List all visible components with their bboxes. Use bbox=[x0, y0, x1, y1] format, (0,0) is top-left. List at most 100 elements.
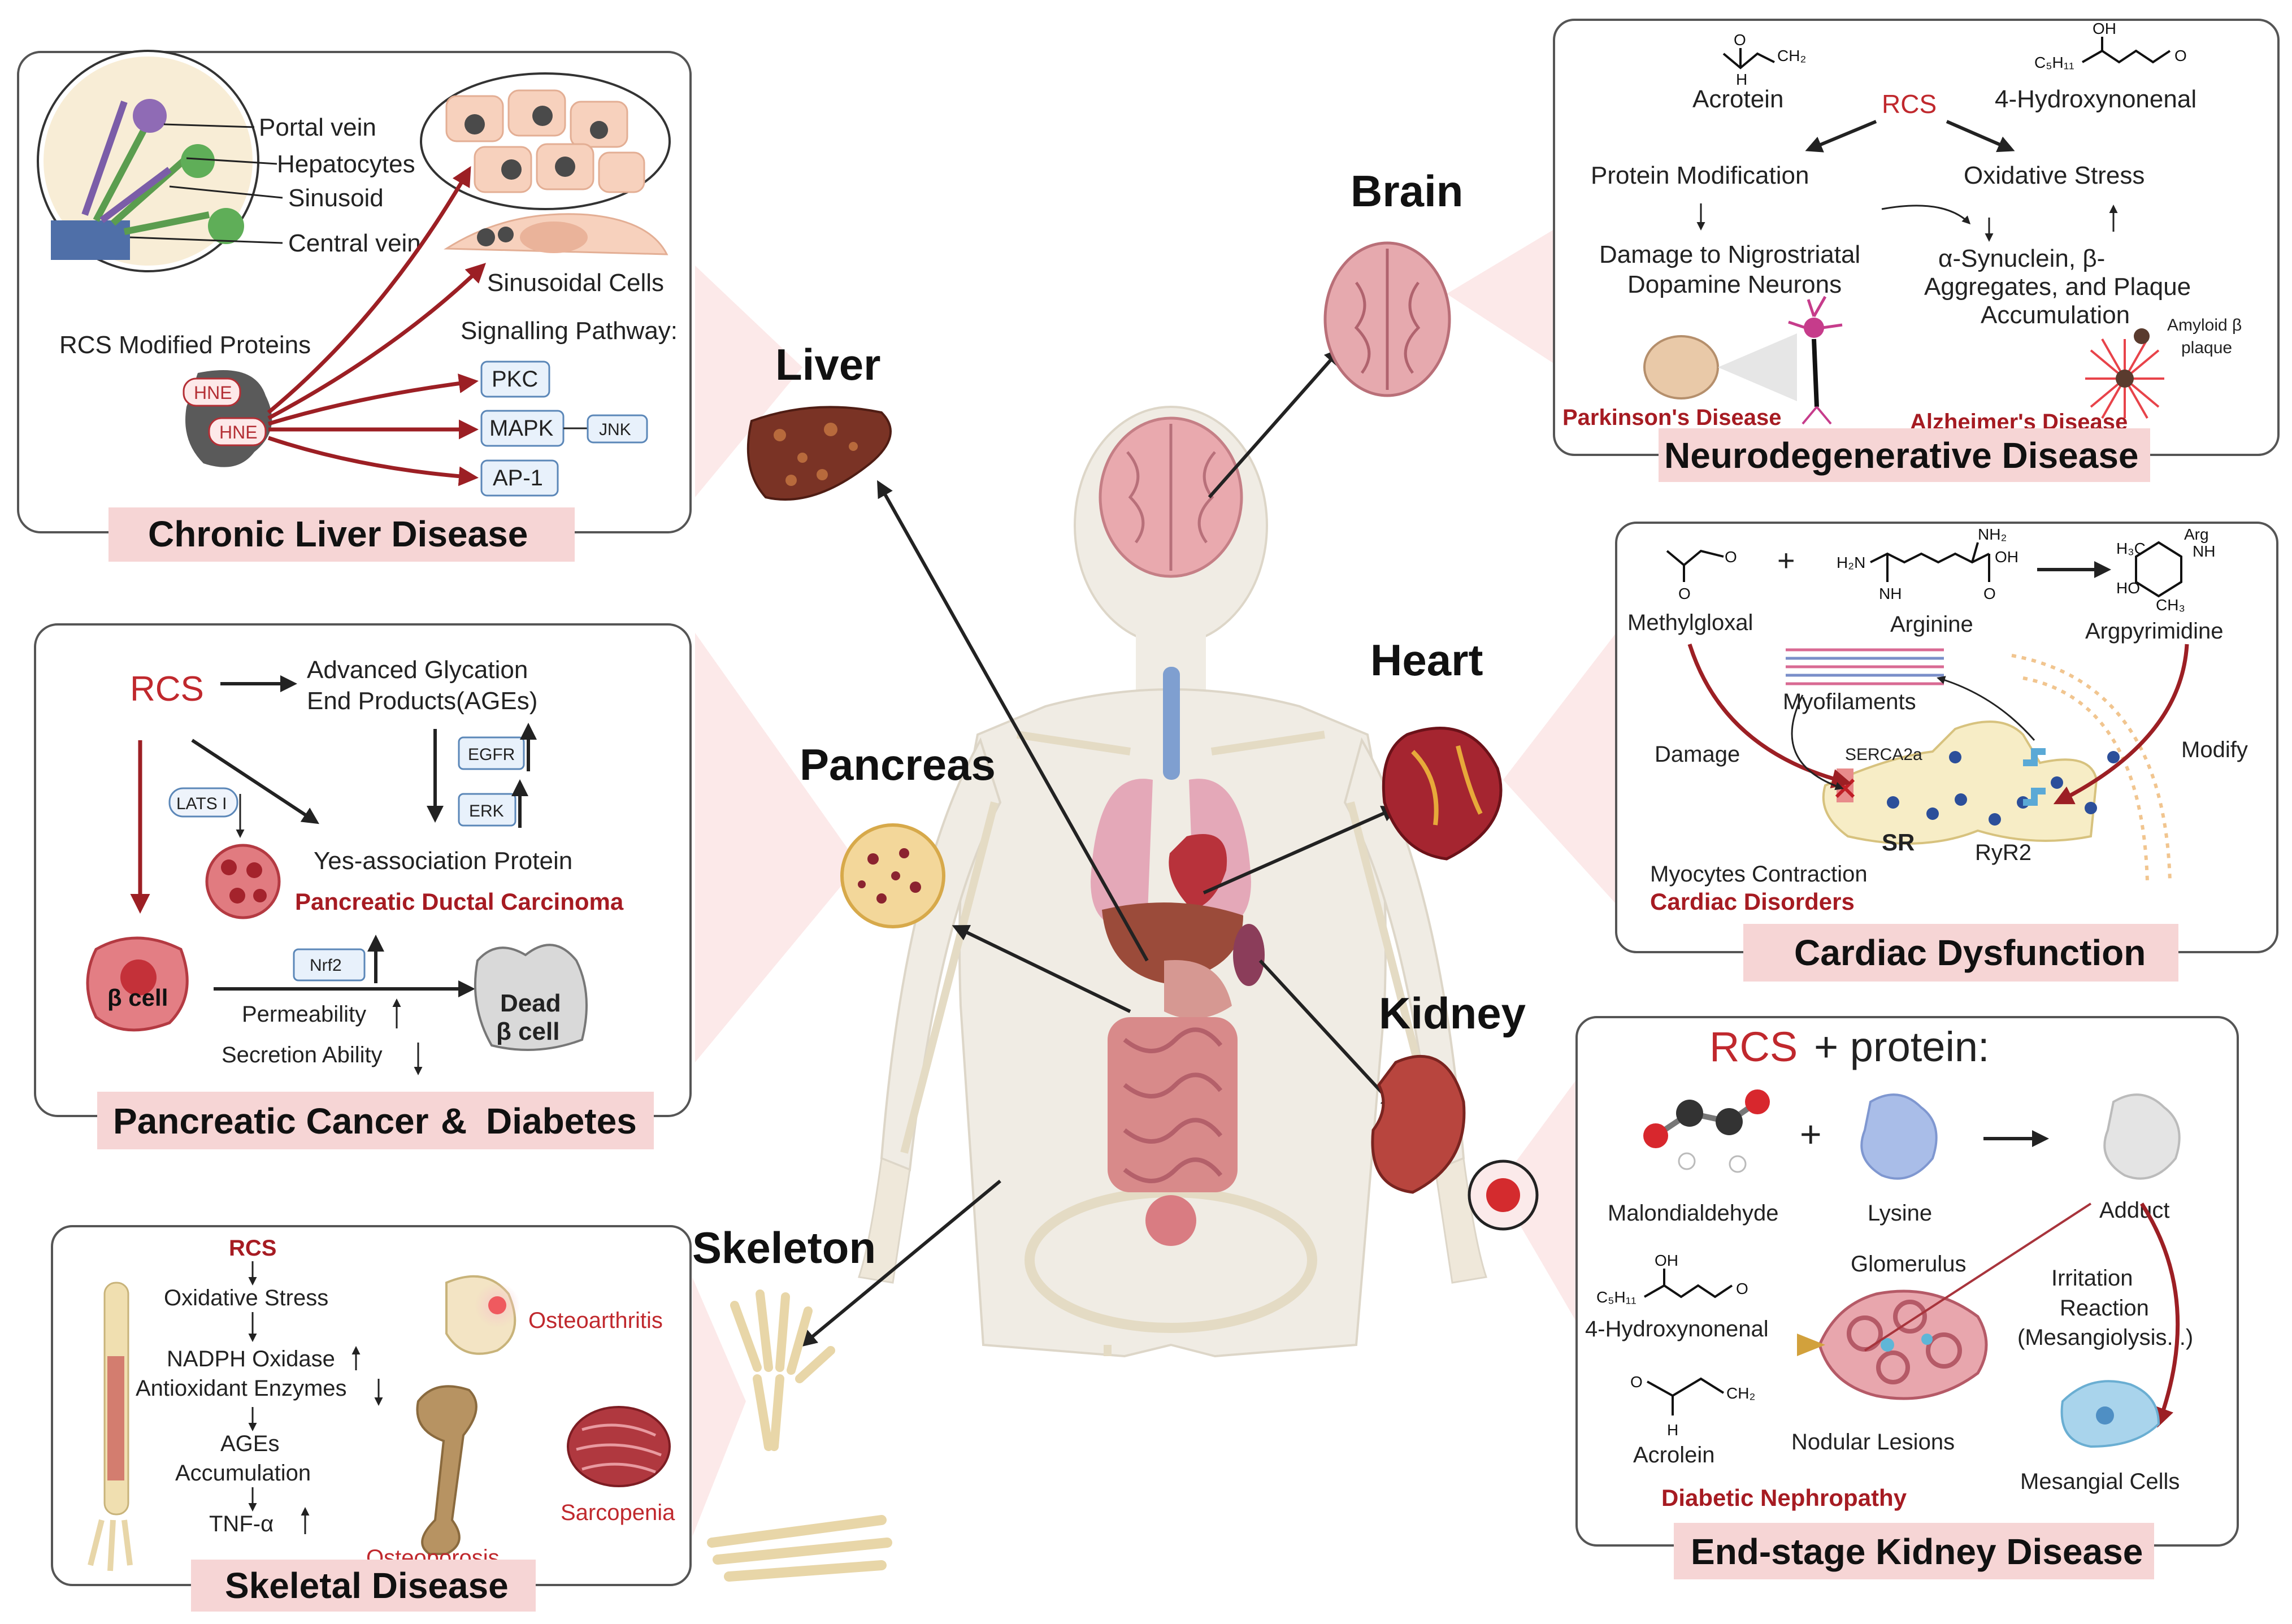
step-tnf: TNF-α bbox=[209, 1512, 274, 1536]
organ-label-kidney: Kidney bbox=[1379, 988, 1526, 1038]
label-ryr2: RyR2 bbox=[1975, 840, 2031, 865]
label-rcs-modified-proteins: RCS Modified Proteins bbox=[59, 331, 311, 359]
svg-text:O: O bbox=[1630, 1373, 1643, 1391]
organ-kidney: Kidney bbox=[1371, 988, 1539, 1231]
neuro-rcs: RCS bbox=[1882, 89, 1937, 119]
dead-beta-cell-icon bbox=[474, 944, 588, 1051]
hne-label-1: HNE bbox=[194, 383, 232, 403]
step-antioxidant: Antioxidant Enzymes bbox=[136, 1376, 347, 1401]
label-diabetic-nephropathy: Diabetic Nephropathy bbox=[1661, 1484, 1907, 1511]
panel-title-liver: Chronic Liver Disease bbox=[148, 514, 528, 554]
svg-text:C₅H₁₁: C₅H₁₁ bbox=[2034, 54, 2074, 71]
svg-text:NH: NH bbox=[2193, 542, 2215, 560]
label-contraction: Myocytes Contraction bbox=[1650, 862, 1868, 887]
label-damage-1: Damage to Nigrostriatal bbox=[1599, 241, 1860, 268]
label-syn-2: Aggregates, and Plaque bbox=[1924, 273, 2191, 301]
label-parkinsons: Parkinson's Disease bbox=[1562, 405, 1782, 430]
lysine-protein-icon bbox=[1860, 1093, 1938, 1180]
arginine-structure: H₂N NH NH₂ O OH bbox=[1837, 526, 2018, 602]
svg-text:H₂N: H₂N bbox=[1837, 554, 1865, 571]
pancreas-rcs: RCS bbox=[130, 670, 204, 709]
panel-title-pancreas-amp: & bbox=[441, 1101, 467, 1141]
ages-line-1: Advanced Glycation bbox=[307, 656, 528, 684]
svg-text:O: O bbox=[1678, 585, 1691, 602]
pathway-pkc: PKC bbox=[492, 367, 538, 392]
tag-nrf2: Nrf2 bbox=[310, 956, 342, 975]
label-hne-kidney: 4-Hydroxynonenal bbox=[1585, 1317, 1769, 1341]
foot-skeleton-icon bbox=[707, 1515, 892, 1582]
methylglyoxal-structure: O O bbox=[1666, 548, 1737, 602]
label-modify: Modify bbox=[2181, 737, 2248, 762]
femur-icon bbox=[416, 1385, 478, 1555]
organ-brain: Brain bbox=[1323, 166, 1463, 397]
step-ages: AGEs bbox=[220, 1431, 279, 1456]
svg-text:OH: OH bbox=[2093, 20, 2116, 37]
pathway-ap1: AP-1 bbox=[493, 466, 543, 490]
panel-title-pancreas-1: Pancreatic Cancer bbox=[113, 1101, 429, 1141]
svg-text:NH: NH bbox=[1879, 585, 1902, 602]
organ-skeleton: Skeleton bbox=[692, 1223, 892, 1582]
organ-heart: Heart bbox=[1370, 635, 1503, 861]
label-signalling-pathway: Signalling Pathway: bbox=[461, 317, 678, 345]
panel-chronic-liver-disease: Portal vein Hepatocytes Sinusoid Central… bbox=[17, 50, 692, 562]
label-irritation-1: Irritation bbox=[2051, 1266, 2133, 1291]
label-syn-1: α-Synuclein, β- bbox=[1938, 245, 2105, 272]
label-amyloid-1: Amyloid β bbox=[2167, 316, 2242, 335]
label-arginine: Arginine bbox=[1890, 612, 1973, 637]
svg-text:H: H bbox=[1736, 71, 1747, 88]
osteoarthritis-label: Osteoarthritis bbox=[528, 1308, 663, 1333]
carcinoma-cell-icon bbox=[205, 844, 281, 919]
organ-liver: Liver bbox=[746, 340, 892, 501]
label-sr: SR bbox=[1882, 829, 1915, 856]
label-lysine: Lysine bbox=[1868, 1201, 1932, 1226]
yap-label: Yes-association Protein bbox=[314, 847, 572, 875]
panel-end-stage-kidney-disease: RCS + protein: + Malondialdehyde Lysine … bbox=[1575, 1016, 2239, 1579]
label-serca: SERCA2a bbox=[1845, 745, 1922, 764]
malondialdehyde-molecule bbox=[1643, 1089, 1770, 1173]
label-irritation-3: (Mesangiolysis...) bbox=[2017, 1325, 2193, 1350]
label-adduct: Adduct bbox=[2099, 1198, 2170, 1223]
pathway-jnk: JNK bbox=[599, 420, 631, 439]
label-protein-mod: Protein Modification bbox=[1591, 162, 1809, 189]
label-myofilaments: Myofilaments bbox=[1783, 689, 1916, 714]
tag-erk: ERK bbox=[469, 802, 504, 820]
panel-title-pancreas-2: Diabetes bbox=[486, 1101, 637, 1141]
label-nodular: Nodular Lesions bbox=[1791, 1430, 1955, 1454]
beta-cell-label: β cell bbox=[107, 984, 168, 1011]
pdc-label: Pancreatic Ductal Carcinoma bbox=[295, 888, 624, 915]
kidney-plus-protein: + protein: bbox=[1814, 1023, 1990, 1070]
svg-text:HO: HO bbox=[2116, 579, 2140, 597]
label-acrotein: Acrotein bbox=[1692, 85, 1783, 113]
acrolein-structure: O H CH₂ bbox=[1630, 1373, 1755, 1439]
panel-cardiac-dysfunction: O O Methylgloxal + H₂N NH NH₂ O OH Argin… bbox=[1615, 522, 2278, 982]
kidney-icon bbox=[1371, 1054, 1466, 1194]
step-nadph: NADPH Oxidase bbox=[167, 1347, 335, 1371]
label-glomerulus: Glomerulus bbox=[1851, 1252, 1967, 1276]
svg-text:O: O bbox=[1734, 31, 1746, 49]
label-portal-vein: Portal vein bbox=[259, 114, 376, 141]
organ-label-heart: Heart bbox=[1370, 635, 1483, 685]
svg-text:C₅H₁₁: C₅H₁₁ bbox=[1596, 1288, 1636, 1306]
organ-label-liver: Liver bbox=[775, 340, 880, 389]
kidney-plus: + bbox=[1800, 1113, 1822, 1155]
label-oxidative: Oxidative Stress bbox=[1964, 162, 2145, 189]
label-damage-2: Dopamine Neurons bbox=[1627, 271, 1842, 298]
svg-text:OH: OH bbox=[1655, 1252, 1678, 1269]
hne-structure-neuro: C₅H₁₁ OH O bbox=[2034, 20, 2187, 71]
svg-text:O: O bbox=[1983, 585, 1996, 602]
ages-line-2: End Products(AGEs) bbox=[307, 687, 537, 715]
organ-label-skeleton: Skeleton bbox=[692, 1223, 876, 1273]
argpyrimidine-structure: H₃C HO Arg NH CH₃ bbox=[2116, 526, 2215, 614]
sarcopenia-label: Sarcopenia bbox=[561, 1500, 675, 1525]
label-amyloid-2: plaque bbox=[2181, 338, 2232, 357]
cardiac-plus: + bbox=[1777, 544, 1795, 577]
heart-icon bbox=[1382, 727, 1503, 861]
label-sinusoidal-cells: Sinusoidal Cells bbox=[487, 269, 664, 297]
acrotein-structure: O H CH₂ bbox=[1722, 31, 1806, 88]
organ-label-pancreas: Pancreas bbox=[800, 740, 996, 789]
label-cardiac-disorders: Cardiac Disorders bbox=[1650, 888, 1855, 915]
svg-text:CH₂: CH₂ bbox=[1726, 1384, 1755, 1402]
neuron-icon bbox=[1788, 296, 1843, 425]
liver-icon bbox=[746, 406, 892, 501]
